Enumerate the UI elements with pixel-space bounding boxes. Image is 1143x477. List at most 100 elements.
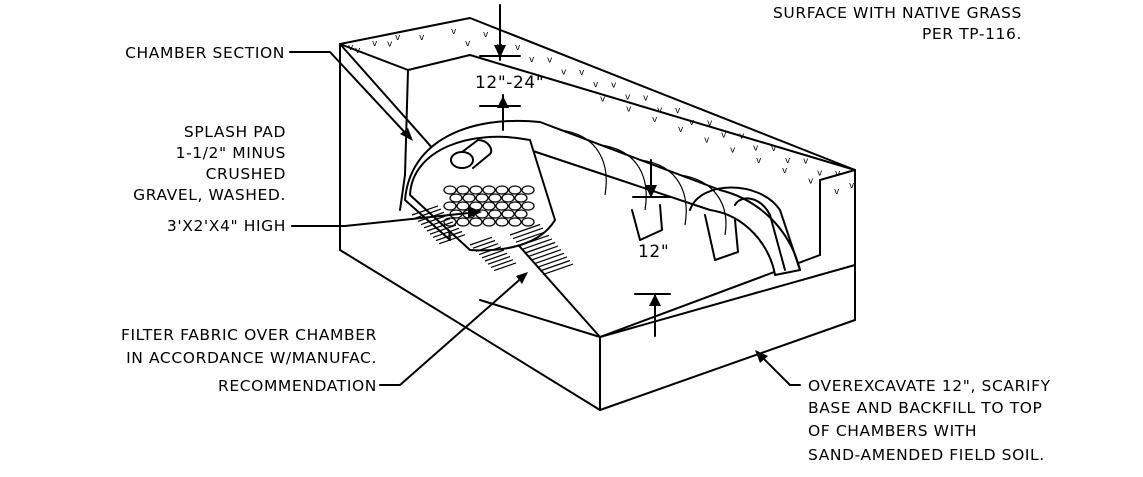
overexcavate-line-1: OVEREXCAVATE 12", SCARIFY bbox=[808, 377, 1051, 395]
grass-mark-icon: v bbox=[419, 33, 425, 43]
overexcavation-depth-text: 12" bbox=[638, 242, 669, 262]
filter-fabric-line-1: FILTER FABRIC OVER CHAMBER bbox=[121, 326, 377, 344]
gravel-stone bbox=[482, 217, 496, 227]
fabric-hatch-line bbox=[490, 259, 514, 268]
arrow-icon bbox=[400, 128, 413, 141]
surface-line-2: PER TP-116. bbox=[922, 25, 1022, 43]
grass-mark-icon: v bbox=[730, 146, 736, 156]
chamber-rib bbox=[599, 144, 647, 211]
gravel-stone bbox=[449, 193, 463, 203]
filter-fabric-line-3: RECOMMENDATION bbox=[218, 377, 377, 395]
gravel-stone bbox=[508, 185, 522, 195]
gravel-stone bbox=[501, 209, 515, 219]
gravel-stone bbox=[514, 193, 528, 203]
gravel-stone bbox=[521, 217, 535, 227]
inner-right-corner bbox=[819, 169, 856, 181]
fabric-hatch-line bbox=[478, 246, 502, 256]
gravel-stone bbox=[462, 193, 476, 203]
grass-mark-icon: v bbox=[483, 30, 489, 40]
gravel-stone bbox=[469, 185, 483, 195]
fabric-hatch-line bbox=[475, 243, 499, 252]
grass-mark-icon: v bbox=[704, 135, 710, 145]
fabric-hatch-line bbox=[432, 227, 460, 238]
grass-mark-icon: v bbox=[600, 94, 606, 104]
inner-rim bbox=[339, 43, 856, 171]
label-chamber-section: CHAMBER SECTION bbox=[125, 44, 285, 62]
arrow-icon bbox=[755, 350, 768, 363]
fabric-hatch-line bbox=[536, 256, 568, 268]
grass-mark-icon: v bbox=[721, 131, 727, 141]
label-filter-fabric: FILTER FABRIC OVER CHAMBER IN ACCORDANCE… bbox=[121, 326, 377, 395]
fabric-hatch-line bbox=[524, 241, 556, 254]
gravel-stone bbox=[488, 209, 502, 219]
grass-mark-icon: v bbox=[782, 166, 788, 176]
fabric-hatch-line bbox=[414, 208, 442, 219]
cover-depth-text: 12"-24" bbox=[475, 73, 544, 93]
fabric-hatch-line bbox=[420, 214, 448, 226]
gravel-stone bbox=[501, 193, 515, 203]
fabric-hatch-line bbox=[487, 255, 511, 265]
grass-mark-icon: v bbox=[547, 55, 553, 65]
grass-mark-icon: v bbox=[529, 55, 535, 65]
splash-pad-line-3: CRUSHED bbox=[206, 165, 286, 183]
fabric-hatch-line bbox=[484, 252, 508, 262]
grass-mark-icon: v bbox=[756, 156, 762, 166]
filter-fabric-leader bbox=[379, 274, 526, 386]
fabric-hatch-line bbox=[493, 262, 517, 272]
chamber-inner-arch bbox=[734, 197, 786, 271]
grass-mark-icon: v bbox=[739, 131, 745, 141]
filter-fabric-hatch bbox=[411, 205, 574, 276]
gravel-stone bbox=[488, 193, 502, 203]
gravel-stone bbox=[521, 185, 535, 195]
fabric-hatch-line bbox=[429, 224, 457, 235]
grass-mark-icon: v bbox=[707, 119, 713, 129]
gravel-stone bbox=[469, 217, 483, 227]
arrow-icon bbox=[468, 206, 482, 218]
grass-mark-icon: v bbox=[355, 46, 361, 56]
chamber-section-leader bbox=[289, 51, 411, 139]
inner-back-wall-left bbox=[399, 69, 409, 211]
gravel-stone bbox=[495, 201, 509, 211]
arrow-icon bbox=[516, 272, 528, 284]
gravel-stone bbox=[508, 201, 522, 211]
gravel-stone bbox=[443, 201, 457, 211]
grass-mark-icon: v bbox=[678, 125, 684, 135]
grass-mark-icon: v bbox=[803, 157, 809, 167]
grass-mark-icon: v bbox=[835, 169, 841, 179]
gravel-stone bbox=[514, 209, 528, 219]
fabric-hatch-line bbox=[426, 221, 454, 232]
splash-pad-line-4: GRAVEL, WASHED. bbox=[133, 186, 286, 204]
fabric-hatch-line bbox=[423, 218, 451, 229]
chamber-rib bbox=[679, 174, 727, 236]
gravel-stone bbox=[482, 185, 496, 195]
overexcavate-line-4: SAND-AMENDED FIELD SOIL. bbox=[808, 446, 1045, 464]
fabric-hatch-line bbox=[515, 231, 547, 243]
overexcavate-leader bbox=[756, 351, 801, 386]
grass-mark-icon: v bbox=[689, 118, 695, 128]
grass-mark-icon: v bbox=[348, 43, 354, 53]
grass-mark-icon: v bbox=[395, 33, 401, 43]
trench-floor-edge bbox=[479, 254, 821, 338]
grass-mark-icon: v bbox=[652, 115, 658, 125]
inlet-pipe-end bbox=[450, 151, 474, 169]
grass-mark-icon: v bbox=[515, 43, 521, 53]
overexcavation-dimension: 12" bbox=[632, 159, 671, 337]
label-surface: SURFACE WITH NATIVE GRASS PER TP-116. bbox=[773, 4, 1022, 43]
splash-pad-leader bbox=[291, 211, 479, 227]
splash-pad-line-5: 3'X2'X4" HIGH bbox=[167, 217, 286, 235]
grass-mark-icon: v bbox=[625, 93, 631, 103]
label-splash-pad: SPLASH PAD 1-1/2" MINUS CRUSHED GRAVEL, … bbox=[133, 123, 286, 235]
overexcavate-line-2: BASE AND BACKFILL TO TOP bbox=[808, 399, 1043, 417]
gravel-stone bbox=[482, 201, 496, 211]
fabric-hatch-line bbox=[435, 230, 463, 242]
gravel-stone bbox=[443, 217, 457, 227]
chamber-leg bbox=[631, 204, 663, 241]
gravel-stone bbox=[475, 193, 489, 203]
gravel-stone bbox=[456, 201, 470, 211]
fabric-hatch-line bbox=[542, 263, 574, 276]
grass-mark-icon: v bbox=[626, 105, 632, 115]
fabric-hatch-line bbox=[469, 236, 493, 246]
fabric-hatch-line bbox=[509, 223, 541, 236]
filter-fabric-line-2: IN ACCORDANCE W/MANUFAC. bbox=[126, 349, 377, 367]
